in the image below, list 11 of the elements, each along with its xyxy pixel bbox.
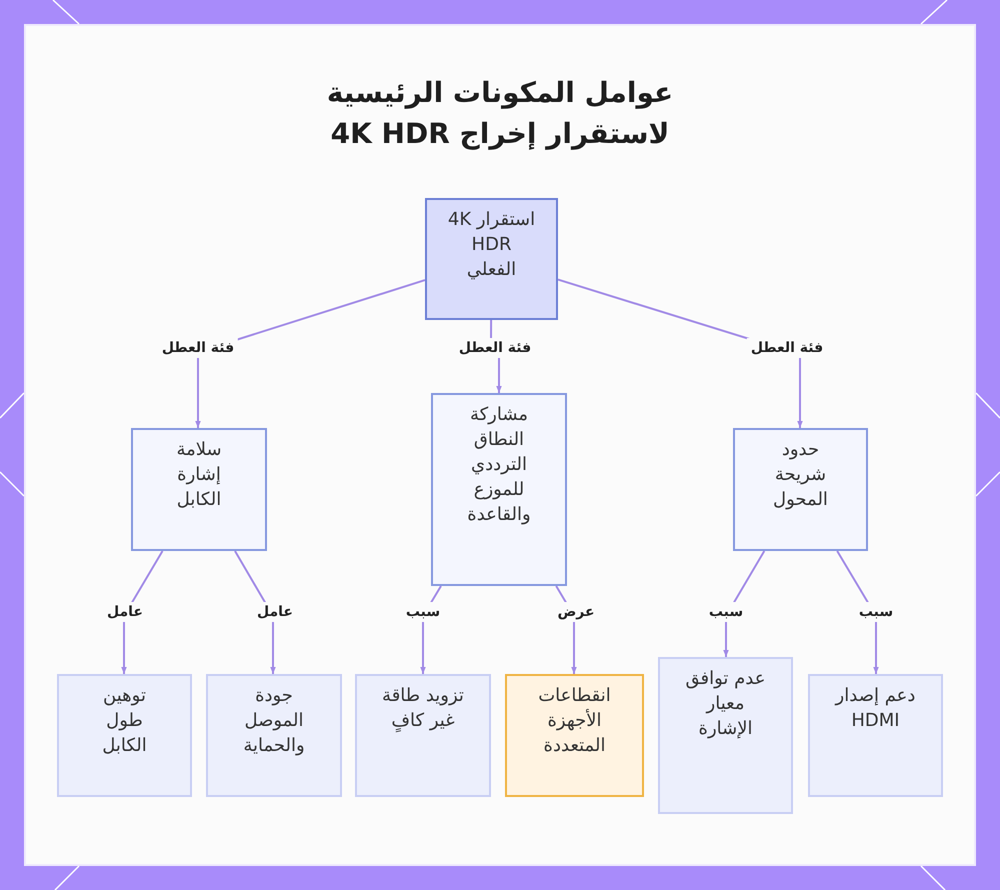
category-box: حدود شريحة المحول	[733, 428, 868, 551]
factor-box: دعم إصدار HDMI	[808, 674, 943, 797]
root-box: استقرار 4K HDR الفعلي	[425, 198, 558, 320]
factor-box: توهين طول الكابل	[57, 674, 192, 797]
symptom-box: انقطاعات الأجهزة المتعددة	[505, 674, 644, 797]
diagram-title: عوامل المكونات الرئيسية لاستقرار إخراج 4K HDR	[326, 75, 674, 152]
factor-box: تزويد طاقة غير كافٍ	[355, 674, 491, 797]
category-box: مشاركة النطاق الترددي للموزع والقاعدة	[431, 393, 567, 586]
category-box: سلامة إشارة الكابل	[131, 428, 267, 551]
factor-box: عدم توافق معيار الإشارة	[658, 657, 793, 814]
factor-box: جودة الموصل والحماية	[206, 674, 342, 797]
